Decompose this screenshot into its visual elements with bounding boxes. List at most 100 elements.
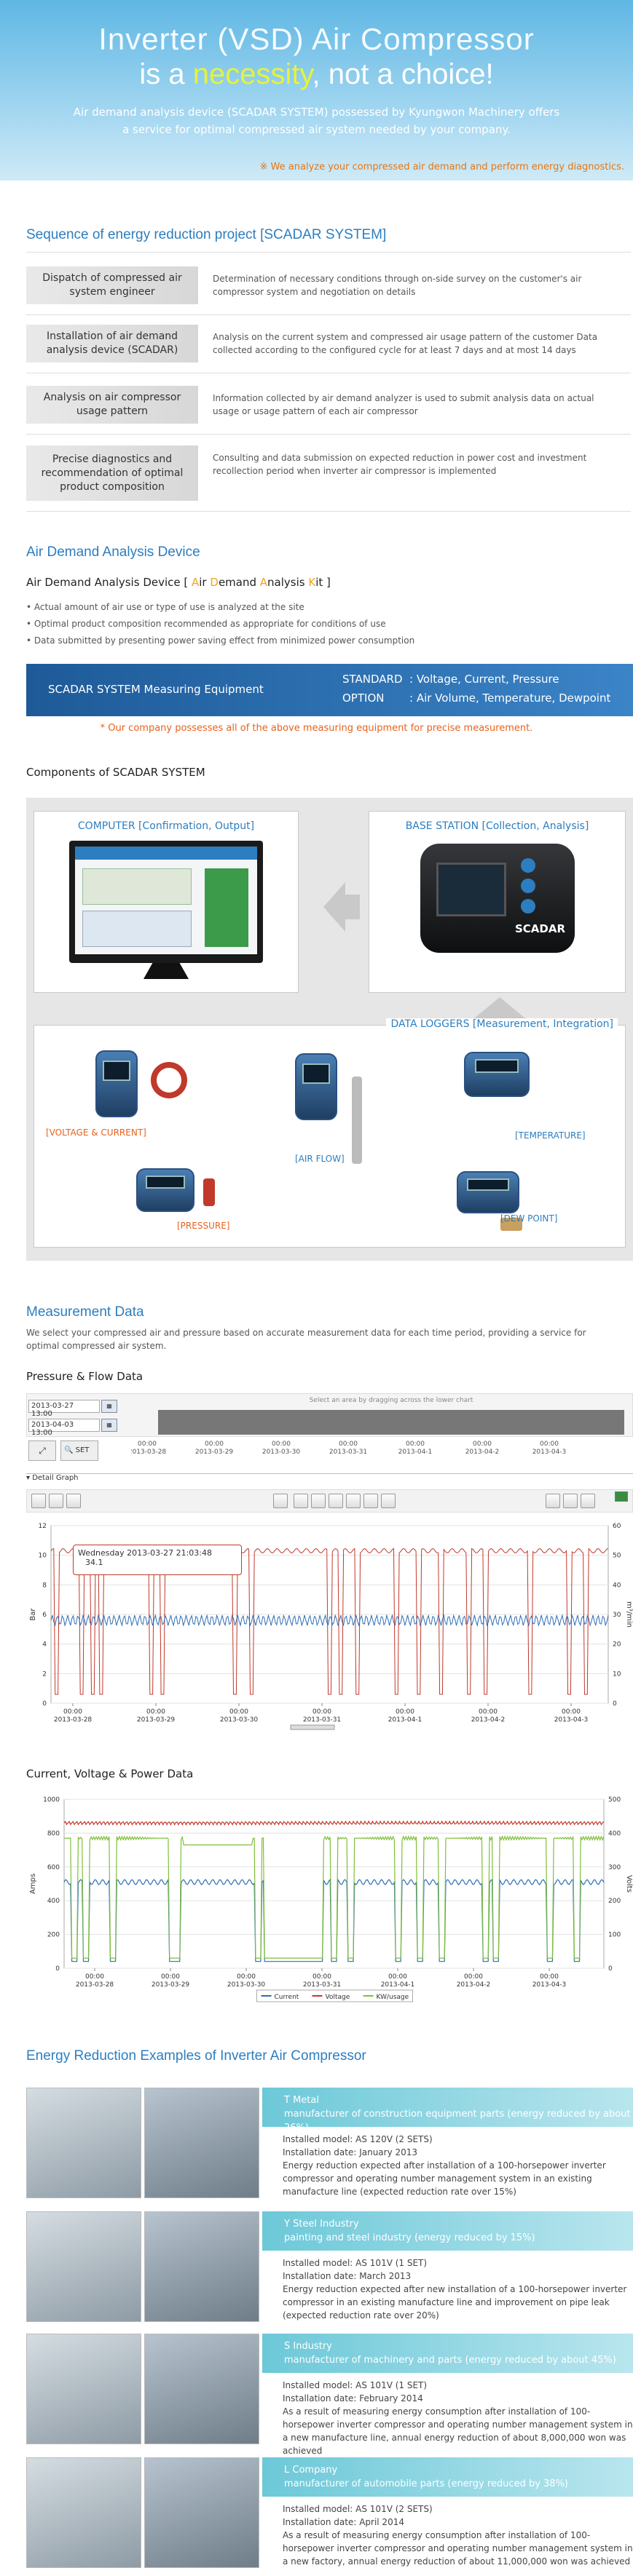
hero-subtitle-a: is a xyxy=(139,58,193,90)
x-tick-date: 2013-04-2 xyxy=(457,1981,491,1989)
legend-label: Current xyxy=(275,1994,299,2001)
series-line xyxy=(63,1878,605,1962)
y-tick-label: 400 xyxy=(47,1898,60,1905)
zoom-out-icon[interactable] xyxy=(363,1494,378,1508)
example-industry: painting and steel industry (energy redu… xyxy=(284,2232,535,2243)
kit-initial: A xyxy=(192,576,200,589)
base-station-panel: BASE STATION [Collection, Analysis] SCAD… xyxy=(369,811,626,993)
table-icon[interactable] xyxy=(329,1494,343,1508)
search-icon: 🔍 xyxy=(64,1446,74,1454)
bullet: • Data submitted by presenting power sav… xyxy=(26,635,415,646)
y-tick-label: 2 xyxy=(42,1671,47,1678)
pressure-sensor-image xyxy=(203,1178,215,1206)
settings-icon[interactable] xyxy=(381,1494,396,1508)
standard-row: STANDARD: Voltage, Current, Pressure xyxy=(342,673,559,686)
excel-icon[interactable] xyxy=(563,1494,578,1508)
chart-tooltip: Wednesday 2013-03-27 21:03:48 34.1 xyxy=(73,1545,242,1575)
x-tick-time: 00:00 xyxy=(237,1973,256,1981)
bullet-text: Actual amount of air use or type of use … xyxy=(34,602,304,612)
chart-icon[interactable] xyxy=(311,1494,326,1508)
range-hint: Select an area by dragging across the lo… xyxy=(309,1397,473,1404)
example-model: Installed model: AS 101V (1 SET) xyxy=(283,2258,428,2268)
series-line xyxy=(63,1835,605,1959)
y2-tick-label: 10 xyxy=(613,1671,621,1678)
hero-subtitle: is a necessity, not a choice! xyxy=(0,58,633,91)
x-tick-time: 00:00 xyxy=(396,1708,414,1716)
divider xyxy=(26,314,631,315)
refresh-icon[interactable] xyxy=(49,1494,63,1508)
measurement-desc: We select your compressed air and pressu… xyxy=(26,1328,586,1351)
scrollbar[interactable] xyxy=(290,1724,335,1730)
y-tick-label: 800 xyxy=(47,1830,60,1837)
hero-note: ※ We analyze your compressed air demand … xyxy=(259,162,624,173)
nav-tick-time: 00:00 xyxy=(205,1440,224,1448)
hero-subtitle-c: , not a choice! xyxy=(312,58,494,90)
date-to-input[interactable]: 2013-04-03 13:00 xyxy=(28,1419,100,1437)
equipment-note: * Our company possesses all of the above… xyxy=(100,723,533,734)
option-value: : Air Volume, Temperature, Dewpoint xyxy=(409,691,611,705)
y-axis-label: Bar xyxy=(29,1608,37,1621)
sequence-step-desc: Determination of necessary conditions th… xyxy=(213,274,582,297)
range-navigator[interactable] xyxy=(158,1410,624,1435)
x-tick-time: 00:00 xyxy=(464,1973,483,1981)
sequence-title: Sequence of energy reduction project [SC… xyxy=(26,227,387,242)
export-icon[interactable] xyxy=(615,1491,628,1502)
print-icon[interactable] xyxy=(581,1494,595,1508)
date-range-panel: 2013-03-27 13:00 ▦ 2013-04-03 13:00 ▦ ⤢ … xyxy=(26,1393,633,1461)
device-subtitle-c: ] xyxy=(323,576,331,589)
equipment-bar: SCADAR SYSTEM Measuring Equipment STANDA… xyxy=(26,664,633,716)
scissors-icon[interactable] xyxy=(273,1494,288,1508)
example-photo-1 xyxy=(26,2088,141,2198)
clamp-image xyxy=(151,1062,187,1098)
nav-tick-date: 2013-04-1 xyxy=(398,1448,433,1456)
bullet-text: Data submitted by presenting power savin… xyxy=(34,635,415,646)
y-axis-label: Amps xyxy=(29,1874,37,1894)
detail-graph-bar[interactable]: ▾ Detail Graph xyxy=(26,1473,633,1485)
example-text: Energy reduction expected after installa… xyxy=(283,2160,606,2197)
example-model: Installed model: AS 101V (1 SET) xyxy=(283,2380,428,2390)
sequence-step-desc: Information collected by air demand anal… xyxy=(213,393,594,416)
nav-tick-date: 2013-04-2 xyxy=(465,1448,500,1456)
range-axis-labels: 00:002013-03-2800:002013-03-2900:002013-… xyxy=(128,1440,566,1456)
pf-title: Pressure & Flow Data xyxy=(26,1370,143,1383)
y-tick-label: 10 xyxy=(39,1553,47,1560)
y-tick-label: 1000 xyxy=(43,1796,60,1804)
cvp-title: Current, Voltage & Power Data xyxy=(26,1767,194,1780)
chart-icon[interactable] xyxy=(294,1494,308,1508)
example-body: Installed model: AS 101V (1 SET)Installa… xyxy=(283,2379,633,2457)
x-tick-time: 00:00 xyxy=(161,1973,180,1981)
example-photo-1 xyxy=(26,2334,141,2444)
zoom-fit-icon[interactable]: ⤢ xyxy=(28,1440,56,1461)
standard-key: STANDARD xyxy=(342,673,403,686)
example-text: Energy reduction expected after new inst… xyxy=(283,2284,627,2321)
hero-desc-1: Air demand analysis device (SCADAR SYSTE… xyxy=(73,106,560,119)
x-tick-date: 2013-03-30 xyxy=(227,1981,266,1989)
copy-icon[interactable] xyxy=(66,1494,81,1508)
divider xyxy=(26,511,631,512)
date-from-input[interactable]: 2013-03-27 13:00 xyxy=(28,1400,100,1418)
kit-word-rest: nalysis xyxy=(267,576,309,589)
x-tick-date: 2013-03-30 xyxy=(220,1716,259,1724)
pdf-icon[interactable] xyxy=(546,1494,560,1508)
wrench-icon[interactable] xyxy=(31,1494,46,1508)
scadar-logo: SCADAR xyxy=(515,922,566,935)
set-button[interactable]: 🔍 SET xyxy=(60,1440,98,1461)
logger-pressure-image xyxy=(136,1168,194,1212)
divider xyxy=(26,252,631,253)
bullet: • Actual amount of air use or type of us… xyxy=(26,602,304,612)
example-company: S Industry xyxy=(284,2341,332,2352)
y2-tick-label: 30 xyxy=(613,1612,621,1619)
calendar-icon[interactable]: ▦ xyxy=(101,1419,117,1432)
zoom-icon[interactable] xyxy=(346,1494,361,1508)
examples-title: Energy Reduction Examples of Inverter Ai… xyxy=(26,2048,366,2064)
device-subtitle-a: Air Demand Analysis Device [ xyxy=(26,576,192,589)
y2-tick-label: 40 xyxy=(613,1582,621,1589)
calendar-icon[interactable]: ▦ xyxy=(101,1400,117,1413)
example-photo-2 xyxy=(144,2211,259,2322)
components-title: Components of SCADAR SYSTEM xyxy=(26,766,205,779)
device-bullets: • Actual amount of air use or type of us… xyxy=(26,599,414,649)
sequence-step-label: Precise diagnostics and recommendation o… xyxy=(26,445,198,501)
logger-airflow-image xyxy=(295,1053,337,1120)
